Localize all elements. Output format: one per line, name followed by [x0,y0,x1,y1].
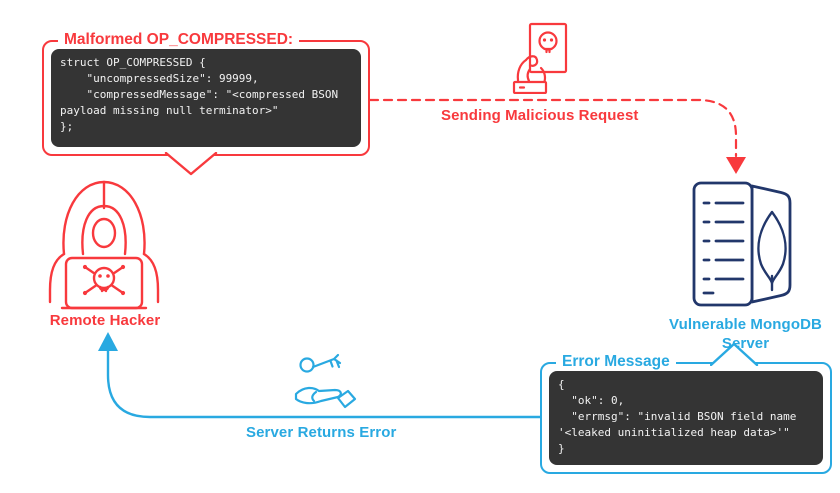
error-message-code: { "ok": 0, "errmsg": "invalid BSON field… [549,371,823,465]
hooded-hacker-laptop-skull-icon [48,180,160,310]
malicious-request-arrowhead [726,157,746,174]
request-flow-label: Sending Malicious Request [441,107,639,124]
mongodb-server-tower-icon [692,181,792,307]
hand-holding-skull-card-icon [512,22,568,94]
malformed-request-title: Malformed OP_COMPRESSED: [58,31,300,49]
server-return-arrowhead [98,332,118,351]
callout-tail-down-icon [164,152,218,176]
error-message-callout: Error Message { "ok": 0, "errmsg": "inva… [540,343,832,474]
attacker-label: Remote Hacker [49,312,161,329]
server-return-arrow [106,348,542,419]
malformed-request-callout: Malformed OP_COMPRESSED: struct OP_COMPR… [42,31,370,176]
malformed-request-code: struct OP_COMPRESSED { "uncompressedSize… [51,49,361,147]
callout-tail-up-icon [710,343,759,366]
error-message-title: Error Message [556,353,676,371]
hand-offering-key-icon [294,353,357,409]
malicious-request-arrow [368,98,738,158]
response-flow-label: Server Returns Error [246,424,397,441]
